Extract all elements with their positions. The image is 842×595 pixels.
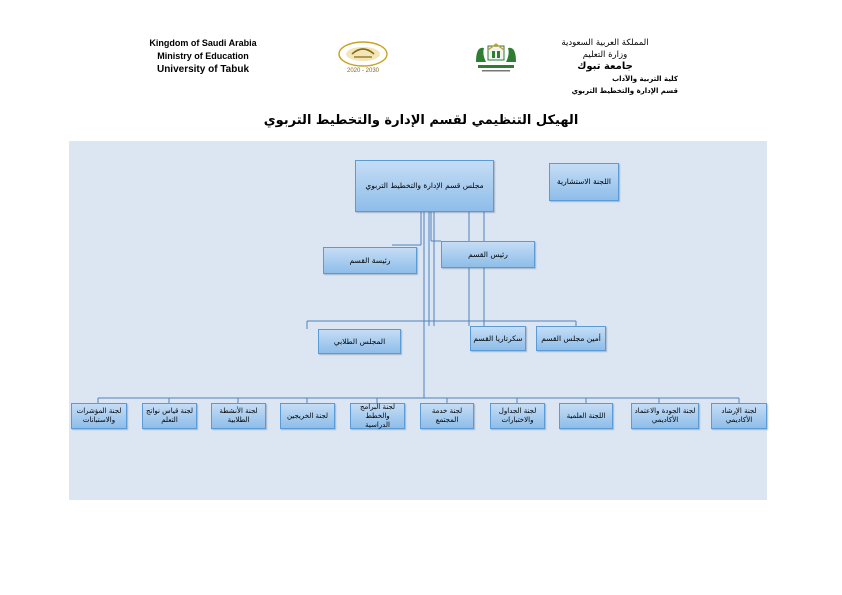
- header-english: Kingdom of Saudi Arabia Ministry of Educ…: [108, 37, 298, 76]
- header-kingdom: Kingdom of Saudi Arabia: [149, 38, 257, 48]
- committee-quality-accreditation: لجنة الجودة والاعتماد الأكاديمي: [631, 403, 699, 429]
- department-council-box: مجلس قسم الإدارة والتخطيط التربوي: [355, 160, 494, 212]
- header-ar-kingdom: المملكة العربية السعودية: [561, 38, 649, 48]
- header-ministry: Ministry of Education: [157, 51, 249, 61]
- head-male-box: رئيس القسم: [441, 241, 535, 268]
- header-arabic: المملكة العربية السعودية وزارة التعليم ج…: [520, 37, 690, 97]
- committee-graduates: لجنة الخريجين: [280, 403, 335, 429]
- committee-programs-plans: لجنة البرامج والخطط الدراسية: [350, 403, 405, 429]
- advisory-committee-label: اللجنة الاستشارية: [557, 177, 611, 186]
- org-chart-panel: مجلس قسم الإدارة والتخطيط التربوي اللجنة…: [69, 141, 767, 500]
- university-logo: [470, 40, 522, 76]
- secretary-general-box: أمين مجلس القسم: [536, 326, 606, 351]
- committee-student-activities: لجنة الأنشطة الطلابية: [211, 403, 266, 429]
- committee-academic-advising: لجنة الإرشاد الأكاديمي: [711, 403, 767, 429]
- vision-years: 2020 - 2030: [347, 68, 380, 74]
- committee-community-service: لجنة خدمة المجتمع: [420, 403, 474, 429]
- student-council-label: المجلس الطلابي: [333, 336, 386, 346]
- committee-indicators-surveys: لجنة المؤشرات والاستبانات: [71, 403, 127, 429]
- vision-2030-logo: 2020 - 2030: [334, 40, 392, 74]
- header-ar-college: كلية التربية والآداب: [612, 75, 678, 83]
- secretary-box: سكرتاريا القسم: [470, 326, 526, 351]
- secretary-general-label: أمين مجلس القسم: [541, 333, 601, 343]
- secretary-label: سكرتاريا القسم: [473, 333, 523, 343]
- committee-scientific: اللجنة العلمية: [559, 403, 613, 429]
- header-ar-ministry: وزارة التعليم: [582, 50, 628, 60]
- header-university: University of Tabuk: [156, 64, 250, 75]
- student-council-box: المجلس الطلابي: [318, 329, 401, 354]
- connector-lines: [97, 211, 740, 403]
- header-ar-department: قسم الإدارة والتخطيط التربوي: [571, 87, 678, 95]
- header-ar-university: جامعة تبوك: [577, 61, 633, 72]
- head-female-label: رئيسة القسم: [349, 255, 391, 265]
- advisory-committee-box: اللجنة الاستشارية: [549, 163, 619, 201]
- chart-title: الهيكل التنظيمي لقسم الإدارة والتخطيط ال…: [263, 113, 579, 128]
- head-male-label: رئيس القسم: [468, 249, 508, 259]
- committee-schedules-exams: لجنة الجداول والاختبارات: [490, 403, 545, 429]
- committee-learning-outcomes: لجنة قياس نواتج التعلم: [142, 403, 197, 429]
- department-council-label: مجلس قسم الإدارة والتخطيط التربوي: [365, 181, 484, 190]
- head-female-box: رئيسة القسم: [323, 247, 417, 274]
